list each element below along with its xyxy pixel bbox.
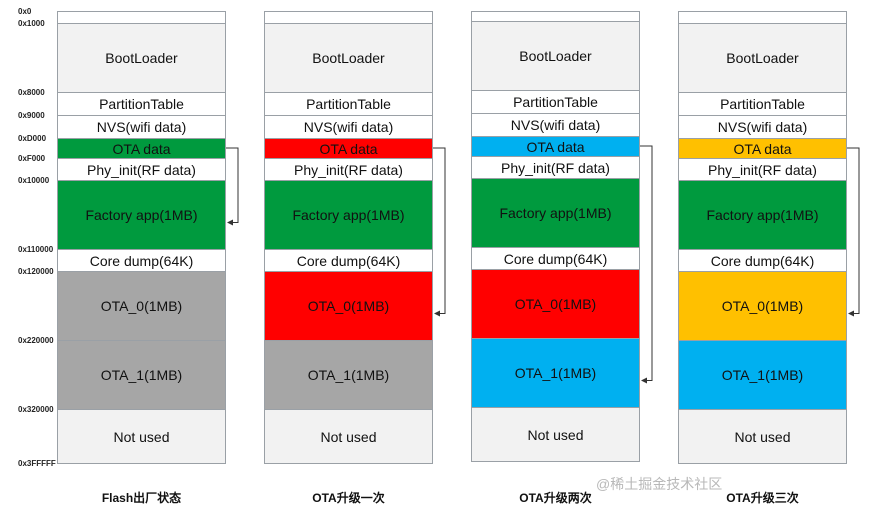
- ota-pointer-arrow: [847, 147, 860, 317]
- partition-cell: BootLoader: [264, 23, 433, 93]
- address-label: 0x10000: [18, 176, 50, 185]
- address-label: 0x110000: [18, 245, 54, 254]
- partition-cell: Not used: [678, 409, 847, 464]
- partition-cell: Core dump(64K): [264, 249, 433, 272]
- address-label: 0xD000: [18, 134, 47, 143]
- partition-cell: OTA_0(1MB): [471, 269, 640, 339]
- column-caption: OTA升级两次: [519, 491, 592, 505]
- partition-cell: Factory app(1MB): [678, 180, 847, 250]
- partition-cell: OTA data: [471, 136, 640, 157]
- partition-cell: Core dump(64K): [57, 249, 226, 272]
- ota-pointer-arrow: [433, 147, 446, 317]
- partition-cell: OTA_1(1MB): [678, 340, 847, 410]
- partition-cell: Phy_init(RF data): [678, 158, 847, 181]
- address-label: 0xF000: [18, 154, 46, 163]
- partition-cell: Not used: [471, 407, 640, 462]
- partition-cell: OTA_1(1MB): [57, 340, 226, 410]
- column-caption: OTA升级三次: [726, 491, 799, 505]
- partition-cell: Factory app(1MB): [57, 180, 226, 250]
- partition-cell: PartitionTable: [264, 92, 433, 116]
- partition-cell: BootLoader: [471, 21, 640, 91]
- address-label: 0x320000: [18, 405, 54, 414]
- watermark: @稀土掘金技术社区: [596, 476, 723, 492]
- partition-cell: NVS(wifi data): [471, 113, 640, 137]
- partition-cell: BootLoader: [678, 23, 847, 93]
- partition-cell: PartitionTable: [471, 90, 640, 114]
- column-caption: OTA升级一次: [312, 491, 385, 505]
- partition-cell: OTA_1(1MB): [471, 338, 640, 408]
- address-label: 0x0: [18, 7, 32, 16]
- address-label: 0x8000: [18, 88, 45, 97]
- partition-cell: Factory app(1MB): [264, 180, 433, 250]
- partition-cell: Phy_init(RF data): [471, 156, 640, 179]
- partition-cell: Not used: [264, 409, 433, 464]
- address-label: 0x9000: [18, 111, 45, 120]
- address-label: 0x120000: [18, 267, 54, 276]
- partition-cell: OTA_0(1MB): [57, 271, 226, 341]
- ota-pointer-arrow: [226, 147, 239, 226]
- partition-cell: Not used: [57, 409, 226, 464]
- partition-cell: PartitionTable: [57, 92, 226, 116]
- address-label: 0x220000: [18, 336, 54, 345]
- partition-cell: OTA data: [57, 138, 226, 159]
- address-label: 0x3FFFFF: [18, 459, 56, 468]
- partition-cell: Core dump(64K): [471, 247, 640, 270]
- partition-cell: OTA_0(1MB): [678, 271, 847, 341]
- partition-cell: Phy_init(RF data): [264, 158, 433, 181]
- ota-pointer-arrow: [640, 145, 653, 384]
- column-caption: Flash出厂状态: [101, 491, 182, 505]
- partition-cell: OTA_1(1MB): [264, 340, 433, 410]
- address-label: 0x1000: [18, 19, 45, 28]
- partition-cell: BootLoader: [57, 23, 226, 93]
